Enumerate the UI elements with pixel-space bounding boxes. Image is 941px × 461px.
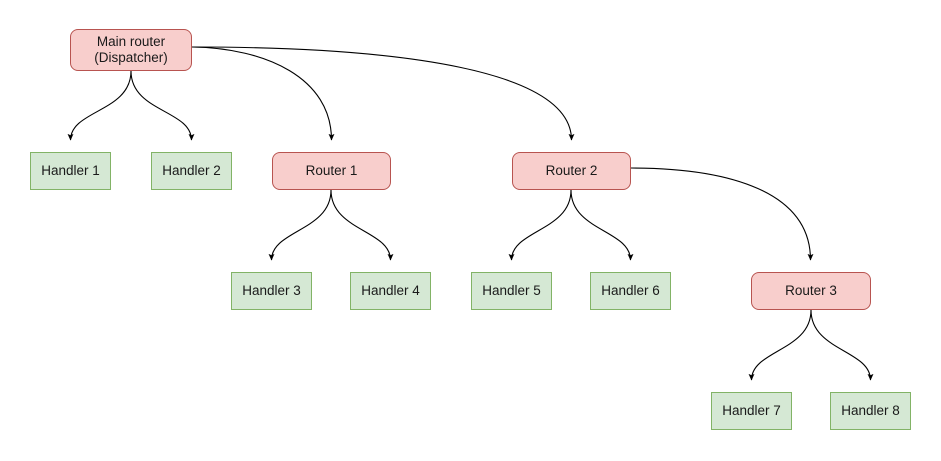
node-label-handler2: Handler 2 — [162, 163, 221, 179]
node-label-router2: Router 2 — [545, 163, 598, 179]
node-handler3[interactable]: Handler 3 — [231, 272, 312, 310]
edge-router1-to-handler4 — [330, 189, 394, 261]
node-router2[interactable]: Router 2 — [512, 152, 631, 190]
node-router3[interactable]: Router 3 — [751, 272, 871, 310]
edge-main-to-handler1 — [67, 70, 132, 141]
edge-router2-to-router3 — [630, 167, 814, 261]
node-handler4[interactable]: Handler 4 — [350, 272, 431, 310]
node-label-handler1: Handler 1 — [41, 163, 100, 179]
node-handler7[interactable]: Handler 7 — [711, 392, 792, 430]
edge-main-to-router1 — [191, 46, 335, 141]
edge-main-to-router2 — [191, 46, 575, 141]
node-label-handler7: Handler 7 — [722, 403, 781, 419]
edge-router2-to-handler6 — [570, 189, 634, 261]
node-label-handler4: Handler 4 — [361, 283, 420, 299]
node-main[interactable]: Main router (Dispatcher) — [70, 29, 192, 71]
node-handler5[interactable]: Handler 5 — [471, 272, 552, 310]
node-label-main: Main router (Dispatcher) — [94, 34, 168, 65]
node-label-router3: Router 3 — [785, 283, 837, 299]
node-label-router1: Router 1 — [305, 163, 358, 179]
node-label-handler8: Handler 8 — [841, 403, 900, 419]
edge-router2-to-handler5 — [508, 189, 572, 261]
node-handler6[interactable]: Handler 6 — [590, 272, 671, 310]
node-handler8[interactable]: Handler 8 — [830, 392, 911, 430]
node-label-handler6: Handler 6 — [601, 283, 660, 299]
edge-router1-to-handler3 — [268, 189, 332, 261]
edge-router3-to-handler8 — [810, 309, 874, 381]
node-label-handler5: Handler 5 — [482, 283, 541, 299]
node-label-handler3: Handler 3 — [242, 283, 301, 299]
edge-router3-to-handler7 — [748, 309, 812, 381]
node-handler2[interactable]: Handler 2 — [151, 152, 232, 190]
edge-main-to-handler2 — [130, 70, 195, 141]
node-router1[interactable]: Router 1 — [272, 152, 391, 190]
edge-group — [67, 46, 874, 381]
node-handler1[interactable]: Handler 1 — [30, 152, 111, 190]
